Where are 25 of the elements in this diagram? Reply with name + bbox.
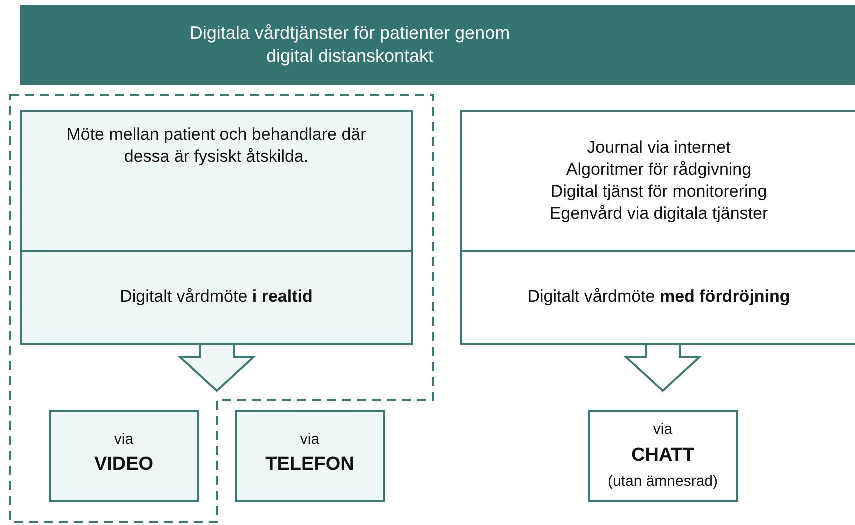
- description-box: [20, 110, 413, 252]
- category-box: [460, 250, 855, 345]
- channel-text: VIDEO: [94, 453, 154, 478]
- channel-box: [49, 410, 199, 502]
- service-item: Algoritmer för rådgivning: [566, 158, 752, 181]
- category-box: [20, 250, 413, 345]
- block-arrow: [177, 343, 257, 392]
- description-text: Möte mellan patient och behandlare där dessa är fysiskt åtskilda.: [66, 124, 366, 168]
- channel-text: via: [114, 430, 134, 450]
- channel-box: [235, 410, 385, 502]
- channel-text: via: [653, 420, 673, 440]
- category-text: Digitalt vårdmöte i realtid: [120, 286, 313, 308]
- channel-text: CHATT: [632, 444, 694, 468]
- channel-text: via: [300, 430, 320, 450]
- title-band: [20, 5, 855, 85]
- service-item: Digital tjänst för monitorering: [550, 181, 768, 203]
- channel-box: [588, 410, 738, 502]
- channel-text: TELEFON: [266, 453, 354, 478]
- service-item: Journal via internet: [587, 136, 731, 159]
- title-text: Digitala vårdtjänster för patienter genom digital distanskontakt: [188, 22, 512, 68]
- service-item: Egenvård via digitala tjänster: [550, 203, 768, 226]
- block-arrow: [623, 343, 703, 392]
- channel-text: (utan ämnesrad): [608, 472, 718, 492]
- description-box: [460, 110, 855, 252]
- category-text: Digitalt vårdmöte med fördröjning: [528, 286, 790, 308]
